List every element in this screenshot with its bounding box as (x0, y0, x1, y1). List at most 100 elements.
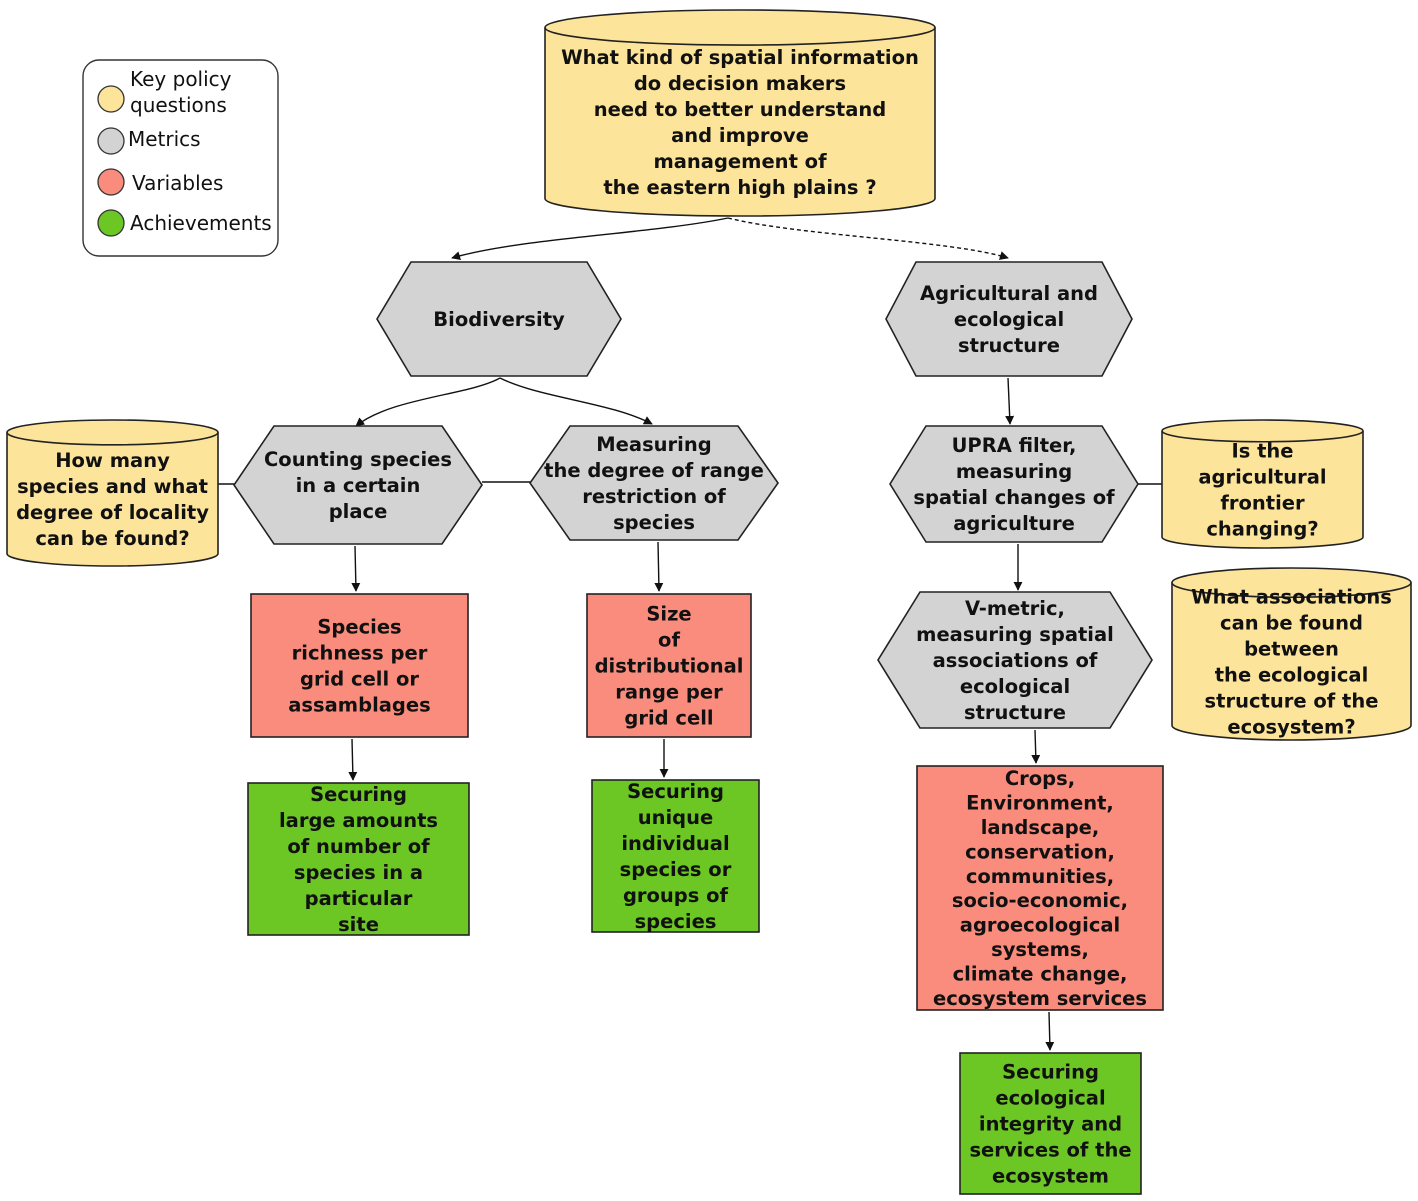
node-biodiversity: Biodiversity (376, 261, 622, 377)
legend-swatch (97, 168, 125, 196)
node-label-line: Agricultural and (920, 282, 1098, 305)
node-shape (529, 425, 779, 541)
node-label-line: range per (615, 681, 723, 704)
node-label-line: integrity and (979, 1113, 1122, 1136)
node-label-line: ecological (954, 308, 1064, 331)
legend-swatch (97, 127, 125, 155)
edge-v-metric-to-crops-etc (1031, 729, 1041, 764)
edge-range-restriction-to-range-size (654, 541, 664, 592)
connectors (218, 217, 1163, 1051)
node-label-line: Biodiversity (433, 308, 565, 331)
node-shape (1171, 567, 1412, 741)
node-label-line: structure (958, 334, 1060, 357)
node-label-line: species (635, 910, 717, 933)
node-label-line: of number of (287, 835, 430, 858)
node-label-line: Crops, (1005, 767, 1075, 790)
node-label-line: measuring spatial (916, 623, 1114, 646)
node-label: Biodiversity (433, 308, 565, 331)
node-label-line: ecological (995, 1087, 1105, 1110)
edge-biodiversity-to-range-restriction (499, 377, 653, 425)
legend-label-line: Achievements (130, 211, 272, 235)
node-agri-eco-structure: Agricultural and ecological structure (885, 261, 1133, 377)
node-label-line: systems, (991, 938, 1089, 961)
legend-label: Variables (132, 171, 223, 195)
node-label-line: between (1244, 637, 1339, 660)
node-label-line: Species (317, 616, 401, 639)
legend-item-variable: Variables (97, 168, 223, 196)
node-label-line: can be found? (35, 527, 189, 550)
node-label-line: site (338, 913, 379, 936)
node-label-line: richness per (292, 642, 428, 665)
legend-label: Achievements (130, 211, 272, 235)
node-label-line: ecological (960, 675, 1070, 698)
node-label-line: Environment, (966, 792, 1114, 815)
edge-crops-etc-to-secure-integrity (1045, 1011, 1055, 1051)
node-label-line: grid cell (624, 707, 713, 730)
legend-label: Metrics (128, 127, 201, 151)
edge-species-richness-to-secure-large (348, 738, 358, 781)
node-label-line: species (613, 511, 695, 534)
node-shape (889, 425, 1139, 543)
node-label-line: measuring (956, 460, 1072, 483)
edge-agri-eco-structure-to-upra-filter (1005, 377, 1015, 425)
node-label-line: can be found (1220, 611, 1363, 634)
node-label-line: restriction of (582, 485, 726, 508)
node-label-line: landscape, (981, 816, 1100, 839)
legend-swatch (97, 209, 125, 237)
node-label-line: What kind of spatial information (561, 46, 919, 69)
node-shape (885, 261, 1133, 377)
node-label-line: How many (55, 449, 170, 472)
node-label: Crops,Environment,landscape,conservation… (933, 767, 1147, 1010)
node-label-line: species in a (294, 861, 423, 884)
node-label-line: the degree of range (544, 459, 764, 482)
node-label-line: species and what (17, 475, 208, 498)
legend-label-line: questions (130, 93, 227, 117)
node-species-richness: Species richness per grid cell or assamblag… (250, 593, 469, 738)
node-label-line: large amounts (279, 809, 438, 832)
node-shape (1161, 419, 1364, 549)
cylinder-rim (544, 27, 936, 46)
node-label-line: and improve (671, 124, 809, 147)
node-label-line: agroecological (960, 914, 1120, 937)
edge-biodiversity-to-counting-species (355, 377, 501, 427)
node-label-line: ecosystem (992, 1165, 1109, 1188)
node-label: How many species and what degree of locali… (16, 449, 209, 550)
node-label-line: ecosystem? (1227, 715, 1355, 738)
node-label-line: grid cell or (300, 668, 419, 691)
node-label-line: conservation, (965, 840, 1115, 863)
node-q-species-locality: How many species and what degree of locali… (6, 419, 219, 567)
node-shape (6, 419, 219, 567)
legend-label-line: Variables (132, 171, 223, 195)
node-shape (586, 593, 752, 738)
node-label-line: unique (638, 806, 714, 829)
edge-counting-species-to-species-richness (351, 545, 361, 592)
node-label-line: the ecological (1215, 663, 1369, 686)
node-label: What associations can be found between the … (1191, 585, 1392, 738)
node-label-line: agriculture (953, 512, 1075, 535)
node-label-line: need to better understand (594, 98, 887, 121)
node-label-line: What associations (1191, 585, 1392, 608)
legend-item-metric: Metrics (97, 127, 201, 155)
node-label-line: assamblages (288, 694, 430, 717)
node-label-line: degree of locality (16, 501, 209, 524)
node-label-line: groups of (623, 884, 729, 907)
